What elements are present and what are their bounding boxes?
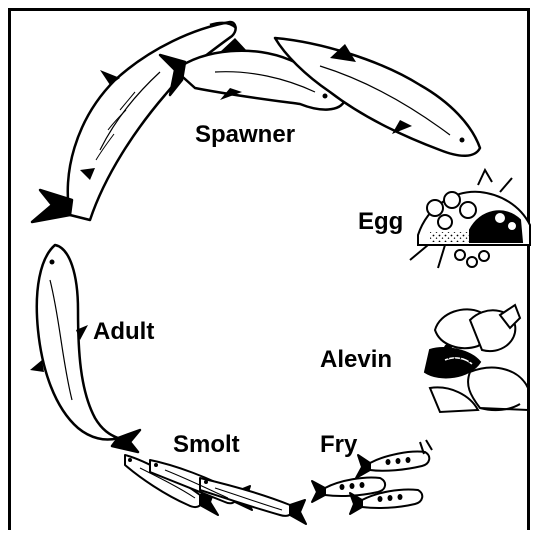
smolt-fish-group bbox=[125, 455, 306, 524]
adult-fish bbox=[30, 245, 140, 452]
stage-label-adult: Adult bbox=[93, 320, 154, 344]
stage-label-egg: Egg bbox=[358, 210, 403, 234]
egg-gravel-nest bbox=[410, 170, 530, 268]
stage-label-fry: Fry bbox=[320, 433, 357, 457]
stage-label-smolt: Smolt bbox=[173, 433, 240, 457]
stage-label-spawner: Spawner bbox=[195, 123, 295, 147]
stage-label-alevin: Alevin bbox=[320, 348, 392, 372]
alevin-rocks bbox=[425, 305, 528, 412]
